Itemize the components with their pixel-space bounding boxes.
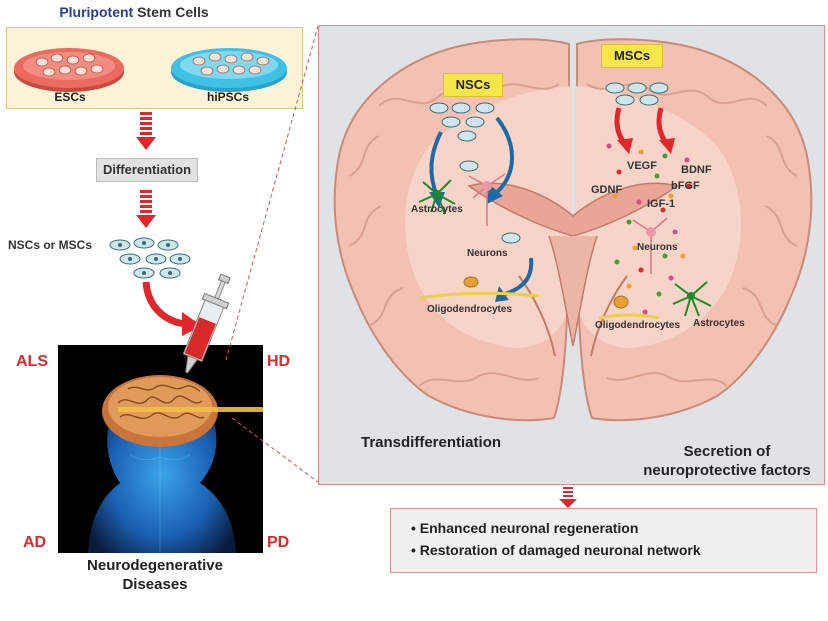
differentiation-label: Differentiation <box>96 158 198 182</box>
factor-bfgf-label: bFGF <box>671 180 700 192</box>
oligodendrocytes-right-label: Oligodendrocytes <box>595 320 681 331</box>
caption-line-1: Neurodegenerative <box>87 557 223 574</box>
outcome-text: Enhanced neuronal regeneration <box>419 520 639 536</box>
outcomes-list: • Enhanced neuronal regeneration • Resto… <box>411 517 701 561</box>
disease-als-label: ALS <box>16 353 48 370</box>
factor-vegf-label: VEGF <box>627 160 657 172</box>
nscs-or-mscs-label: NSCs or MSCs <box>8 238 93 252</box>
oligodendrocytes-left-label: Oligodendrocytes <box>427 304 513 315</box>
astrocytes-right-label: Astrocytes <box>693 318 745 329</box>
neuroprotective-factor-dots <box>606 143 692 315</box>
pluripotent-title: Pluripotent Stem Cells <box>0 4 268 20</box>
neurons-left-label: Neurons <box>467 248 508 259</box>
cell-cluster-icon <box>109 237 191 279</box>
disease-ad-label: AD <box>23 534 47 551</box>
syringe-icon <box>182 273 231 374</box>
astrocytes-left-label: Astrocytes <box>411 204 463 215</box>
dishes-illustration <box>14 48 287 92</box>
curved-arrow-to-syringe-icon <box>142 281 202 336</box>
dashed-arrow-down-3-icon <box>559 487 577 508</box>
mechanism-panel: NSCs MSCs Astrocytes Neurons Oligodendro… <box>318 25 825 485</box>
head-brain-illustration <box>58 345 263 553</box>
mscs-label: MSCs <box>601 44 663 68</box>
dashed-arrow-down-1-icon <box>136 112 156 150</box>
factor-igf1-label: IGF-1 <box>647 198 676 210</box>
bullet-icon: • <box>411 520 420 536</box>
caption-line-2: Diseases <box>122 576 188 593</box>
oligodendrocyte-right-icon <box>613 295 629 309</box>
oligodendrocyte-left-icon <box>463 276 479 288</box>
esc-label: ESCs <box>54 90 86 104</box>
hipsc-label: hiPSCs <box>206 90 249 104</box>
disease-hd-label: HD <box>267 353 291 370</box>
title-highlight: Pluripotent <box>59 4 134 20</box>
nscs-label: NSCs <box>443 73 503 97</box>
hipsc-dish-icon <box>171 48 287 92</box>
secretion-line-1: Secretion of <box>683 443 771 460</box>
neurons-right-label: Neurons <box>637 242 678 253</box>
outcomes-box: • Enhanced neuronal regeneration • Resto… <box>390 508 817 573</box>
outcome-item: • Restoration of damaged neuronal networ… <box>411 539 701 561</box>
outcome-item: • Enhanced neuronal regeneration <box>411 517 701 539</box>
brain-section-illustration <box>333 38 813 422</box>
bullet-icon: • <box>411 542 420 558</box>
title-rest: Stem Cells <box>137 4 209 20</box>
disease-pd-label: PD <box>267 534 290 551</box>
transdifferentiation-label: Transdifferentiation <box>361 434 502 451</box>
factor-bdnf-label: BDNF <box>681 164 712 176</box>
esc-dish-icon <box>14 48 124 92</box>
dashed-arrow-down-2-icon <box>136 190 156 228</box>
neurodegenerative-diseases-caption: Neurodegenerative Diseases <box>55 556 255 594</box>
secretion-line-2: neuroprotective factors <box>643 462 811 479</box>
secretion-label: Secretion of neuroprotective factors <box>637 442 817 480</box>
factor-gdnf-label: GDNF <box>591 184 623 196</box>
outcome-text: Restoration of damaged neuronal network <box>419 542 701 558</box>
stem-cell-dishes-box: ESCs hiPSCs <box>6 27 303 109</box>
